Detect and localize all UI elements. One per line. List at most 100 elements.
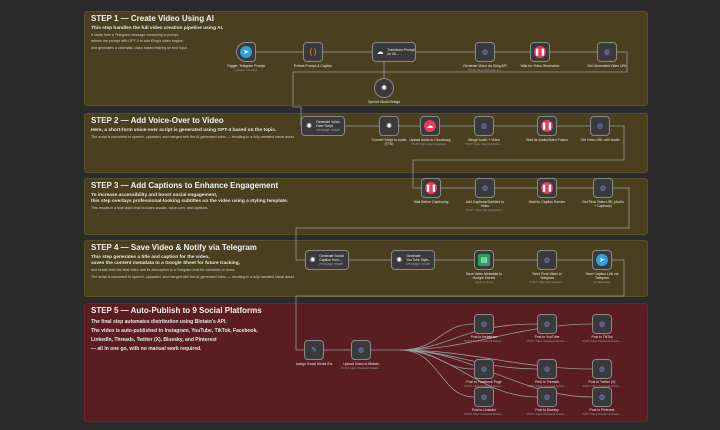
globe-icon: ◍ <box>480 366 488 373</box>
node-sublabel: POST: https://backend.blotato... <box>341 366 381 370</box>
save-sheets-label: Save Video Metadata to Google Sheets app… <box>462 272 506 284</box>
openai-bridge-node[interactable]: ✺ <box>374 78 394 98</box>
step-1-title: STEP 1 — Create Video Using AI <box>91 14 214 23</box>
get-video-url-label: Get Generated Video URL <box>587 64 627 68</box>
openai-icon: ✺ <box>306 123 312 130</box>
node-sublabel: POST: https://backend.blotato... <box>582 339 622 343</box>
get-video-url-node[interactable]: ◍ <box>597 42 617 62</box>
social-caption-node[interactable]: ✺ Generate Social Caption from... messag… <box>305 250 349 270</box>
globe-icon: ◍ <box>480 321 488 328</box>
send-video-telegram-node[interactable]: ◍ <box>537 250 557 270</box>
wait-audio-node[interactable]: ❚❚ <box>537 116 557 136</box>
globe-icon: ◍ <box>543 366 551 373</box>
globe-icon: ◍ <box>543 394 551 401</box>
openai-bridge-label: OpenAI Model Bridge <box>367 100 401 104</box>
node-label-text: Generate Voice-Over Script <box>316 120 341 128</box>
send-video-telegram-label: Send Final Video to Telegram POST: https… <box>525 272 569 284</box>
globe-icon: ◍ <box>481 185 489 192</box>
step-3-line: this step overlays professional-looking … <box>91 199 288 205</box>
post-threads-node[interactable]: ◍ <box>537 359 557 379</box>
get-video-audio-node[interactable]: ◍ <box>590 116 610 136</box>
node-label: Upload Audio to Cloudinary <box>409 138 451 142</box>
node-sublabel: POST: https://api.cloudinary... <box>411 142 449 146</box>
generate-video-label: Generate Video via Kling API POST: https… <box>463 64 507 72</box>
step-5-description: The final step automates distribution us… <box>91 318 331 354</box>
node-label: Upload Video to Blotato <box>343 362 379 366</box>
wait-video-node[interactable]: ❚❚ <box>530 42 550 62</box>
node-sublabel: POST: https://backend.blotato... <box>464 384 504 388</box>
convert-audio-node[interactable]: ✺ <box>379 116 399 136</box>
convert-audio-label: Convert Script to Audio (TTS) <box>371 138 407 146</box>
voice-script-node[interactable]: ✺ Generate Voice-Over Script message mod… <box>301 116 345 136</box>
post-youtube-node[interactable]: ◍ <box>537 314 557 334</box>
step-1-line: and generates a cinematic video based en… <box>91 45 188 50</box>
node-sublabel: POST: https://api.json2video... <box>465 142 503 146</box>
add-captions-node[interactable]: ◍ <box>475 178 495 198</box>
post-instagram-node[interactable]: ◍ <box>474 314 494 334</box>
step-3-line: This results in a final video that inclu… <box>91 206 209 211</box>
post-pinterest-node[interactable]: ◍ <box>592 387 612 407</box>
post-linkedin-node[interactable]: ◍ <box>474 387 494 407</box>
send-caption-telegram-label: Send Caption Link via Telegram sendMessa… <box>580 272 624 284</box>
globe-icon: ◍ <box>598 321 606 328</box>
upload-audio-label: Upload Audio to Cloudinary POST: https:/… <box>408 138 452 146</box>
post-twitter-node[interactable]: ◍ <box>592 359 612 379</box>
upload-blotato-node[interactable]: ◍ <box>351 340 371 360</box>
globe-icon: ◍ <box>357 347 365 354</box>
sheets-icon: ▤ <box>478 254 490 266</box>
post-tiktok-node[interactable]: ◍ <box>592 314 612 334</box>
post-twitter-label: Post to Twitter (X)POST: https://backend… <box>580 380 624 388</box>
get-final-url-label: Get Final Video URL (Audio + Captions) <box>582 200 624 208</box>
upload-audio-node[interactable]: ☁ <box>420 116 440 136</box>
node-sublabel: message model <box>406 262 431 266</box>
post-facebook-node[interactable]: ◍ <box>474 359 494 379</box>
step-4-line: saves the content metadata to a Google S… <box>91 261 241 267</box>
merge-audio-label: Merge Audio + Video POST: https://api.js… <box>462 138 506 146</box>
merge-audio-node[interactable]: ◍ <box>474 116 494 136</box>
node-label: Generate Video via Kling API <box>463 64 507 68</box>
wait-captioning-node[interactable]: ❚❚ <box>421 178 441 198</box>
node-sublabel: POST: https://api.piapi.ai/... <box>468 68 502 72</box>
edit-icon: ✎ <box>311 347 317 354</box>
globe-icon: ◍ <box>599 185 607 192</box>
node-label: Post to LinkedIn <box>471 408 497 412</box>
cloud-icon: ☁ <box>424 120 436 132</box>
assign-social-ids-label: Assign Social Media IDs <box>295 362 333 366</box>
node-label: Post to Facebook Page <box>466 380 502 384</box>
node-label: Save Video Metadata to Google Sheets <box>465 272 503 280</box>
node-sublabel: message model <box>319 262 344 266</box>
step-5-title: STEP 5 — Auto-Publish to 9 Social Platfo… <box>91 306 262 315</box>
assign-social-ids-node[interactable]: ✎ <box>304 340 324 360</box>
globe-icon: ◍ <box>598 366 606 373</box>
youtube-title-node[interactable]: ✺ Generate YouTube Style... message mode… <box>391 250 435 270</box>
node-sublabel: POST: https://backend.blotato... <box>527 384 567 388</box>
openai-icon: ✺ <box>386 123 392 130</box>
wait-caption-render-node[interactable]: ❚❚ <box>537 178 557 198</box>
extract-prompt-node[interactable]: { } <box>303 42 323 62</box>
telegram-trigger-node[interactable]: ➤ <box>236 42 256 62</box>
openai-icon: ✺ <box>309 257 316 264</box>
generate-video-node[interactable]: ◍ <box>475 42 495 62</box>
wait-captioning-label: Wait Before Captioning <box>413 200 449 204</box>
save-sheets-node[interactable]: ▤ <box>474 250 494 270</box>
node-label: Generate Voice-Over Script message model <box>316 120 344 132</box>
wait-video-label: Wait for Video Generation <box>520 64 560 68</box>
step-5-line: The final step automates distribution us… <box>91 319 227 325</box>
cloud-icon: ☁ <box>376 49 384 56</box>
node-label: Post to Threads <box>535 380 559 384</box>
transform-prompt-node[interactable]: ☁ Transform Prompt for Kli... <box>372 42 416 62</box>
node-label: Post to Instagram <box>470 335 498 339</box>
node-label: Post to TikTok <box>591 335 613 339</box>
send-caption-telegram-node[interactable]: ➤ <box>592 250 612 270</box>
get-final-url-node[interactable]: ◍ <box>593 178 613 198</box>
step-2-title: STEP 2 — Add Voice-Over to Video <box>91 116 224 125</box>
node-label: Merge Audio + Video <box>468 138 500 142</box>
node-sublabel: append: sheet <box>475 280 493 284</box>
post-bluesky-node[interactable]: ◍ <box>537 387 557 407</box>
globe-icon: ◍ <box>543 257 551 264</box>
globe-icon: ◍ <box>543 321 551 328</box>
